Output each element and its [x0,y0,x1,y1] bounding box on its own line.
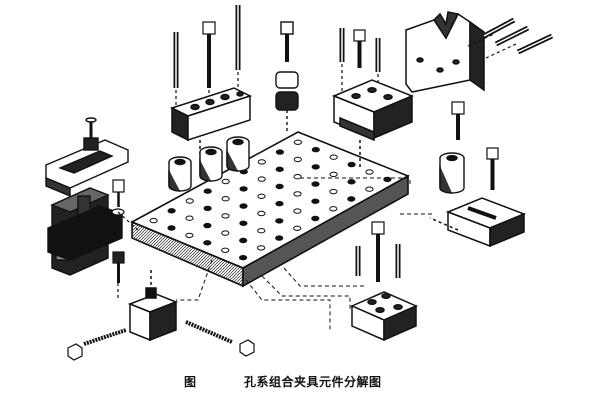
plate-hole [257,159,266,165]
plate-hole [221,196,230,202]
bushing-icon [226,136,250,172]
plate-hole [329,171,338,178]
plate-hole [203,188,212,194]
plate-hole [347,179,356,185]
threaded-stud-icon [67,320,255,361]
plate-hole [257,210,266,217]
plate-hole [257,193,266,200]
bushing-icon [168,156,192,192]
plate-hole [329,188,338,195]
plate-hole [311,147,320,153]
plate-hole [293,139,302,146]
plate-hole [257,245,266,251]
plate-hole [311,215,320,222]
plate-hole [347,196,356,202]
socket-head-bolt-icon [486,147,499,190]
plate-hole [239,220,248,227]
plate-hole [293,225,302,232]
plate-hole [185,232,194,239]
plate-hole [203,240,212,246]
assembly-leader-lines [176,177,432,330]
plate-hole [311,164,320,170]
plate-hole [203,222,212,229]
support-block-upper-left [170,87,252,160]
plate-hole-grid [149,139,392,261]
plate-hole [275,201,284,207]
plate-hole [239,186,248,192]
base-plate [130,131,410,288]
pin-icon [467,17,554,59]
plate-hole [293,156,302,163]
bolt-group-left [173,5,241,108]
plate-hole [275,235,284,241]
figure-label: 图 [184,375,197,389]
bolt-group-right [339,28,381,94]
plate-hole [185,198,194,204]
step-support-block [332,79,414,168]
figure-caption: 孔系组合夹具元件分解图 [244,375,382,389]
plate-hole [347,161,356,168]
plate-hole [221,213,230,219]
plate-hole [239,255,248,261]
bushing-icon [439,152,465,194]
plate-hole [221,247,230,254]
plate-hole [293,208,302,214]
v-block-icon [405,11,485,93]
plate-hole [149,217,158,224]
socket-head-bolt-icon [112,251,125,298]
plate-hole [293,191,302,197]
plate-hole [185,215,194,221]
plate-hole [257,228,266,234]
swing-clamp-assembly [45,117,129,276]
plate-hole [365,186,374,192]
plate-hole [239,237,248,244]
support-block-lower-right [350,291,418,342]
bushing-icon [199,146,223,182]
plate-hole [275,149,284,155]
plate-hole [275,166,284,173]
socket-head-bolt-icon [451,101,465,140]
plate-hole [167,208,176,214]
plate-hole [257,176,266,182]
bolt-group-lower-right [355,221,401,282]
plate-hole [329,206,338,212]
plate-hole [239,203,248,209]
slotted-block-icon [429,197,527,248]
plate-hole [293,174,302,180]
plate-hole [275,183,284,190]
lower-clamp-block [127,270,179,342]
plate-hole [221,230,230,236]
plate-hole [329,154,338,160]
plate-hole [311,181,320,187]
plate-hole [167,225,176,231]
plate-hole [275,218,284,224]
socket-head-bolt-icon [111,179,139,231]
center-bolt-coupling [275,21,299,132]
plate-hole [203,205,212,212]
plate-hole [365,169,374,175]
plate-hole [311,198,320,205]
plate-hole [221,178,230,185]
